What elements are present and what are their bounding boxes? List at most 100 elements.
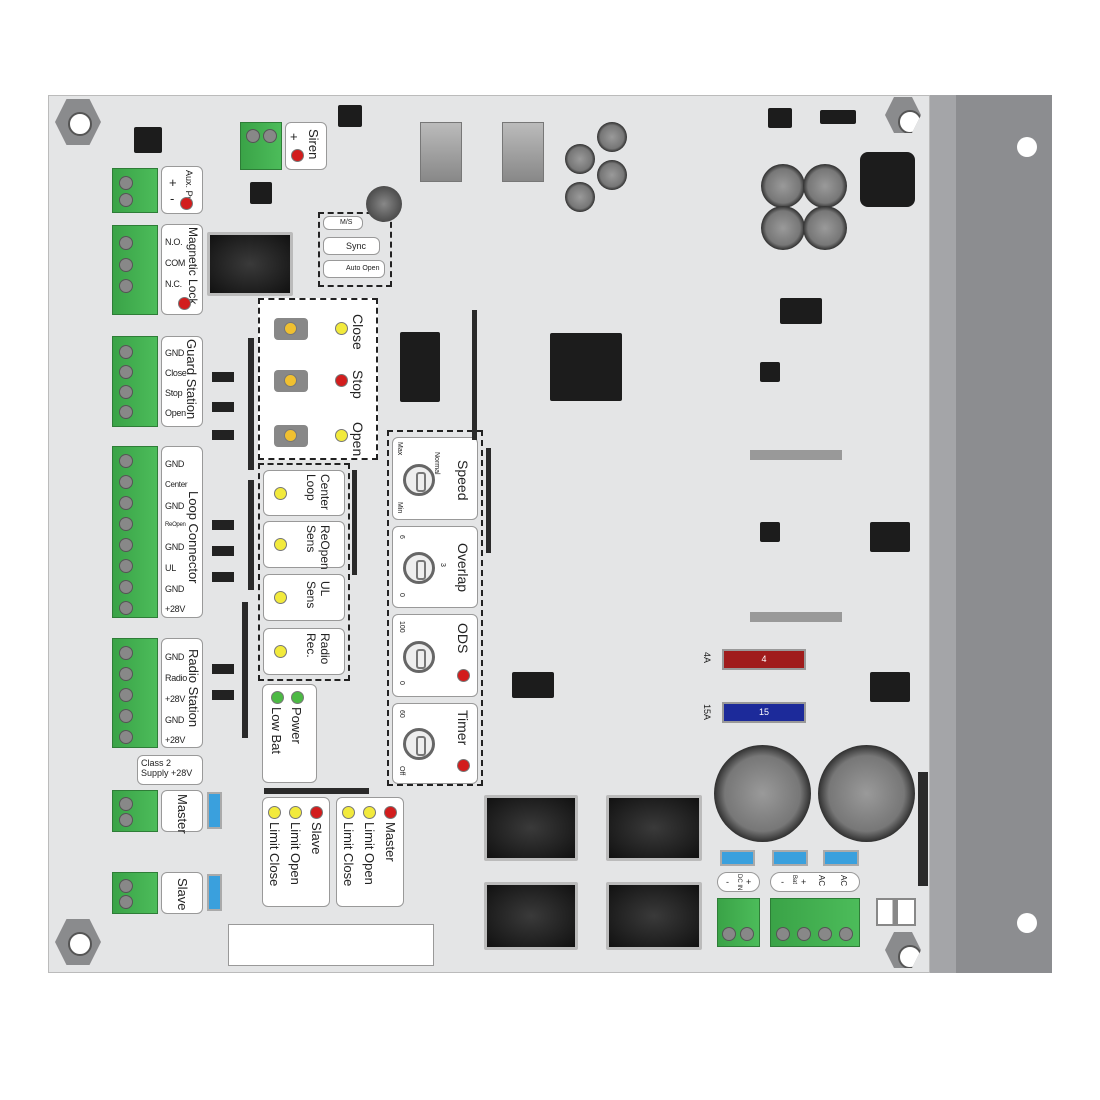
master-jumper[interactable] [207,792,222,829]
header-strip [472,310,477,440]
smd [212,372,234,382]
pot-label: Timer [455,710,471,746]
pin-label: Open [165,408,186,418]
magnetic-lock-terminal[interactable] [112,225,158,315]
header-strip [918,772,928,886]
led-label: UL Sens [304,581,332,609]
guard-station-label: GND Close Stop Open Guard Station [161,336,203,427]
overlap-pot-panel: 6 3 0 Overlap [392,526,478,608]
master-terminal[interactable] [112,790,158,832]
capacitor [597,160,627,190]
aux-led [180,197,193,210]
pot-mark: 0 [398,593,405,597]
overlap-pot[interactable] [403,552,435,584]
pin-label: GND [165,501,185,511]
radio-rec-indicator: Radio Rec. [263,628,345,675]
button-panel: Close Stop Open [258,298,378,460]
dip-switch-ms[interactable]: M/S [323,216,363,230]
jumper[interactable] [823,850,859,866]
pin-label: COM [165,258,186,268]
radio-station-terminal[interactable] [112,638,158,748]
dip-switch-sync[interactable]: Sync [323,237,380,255]
pot-mark: 6 [398,535,405,539]
dc-in-title: DC IN [736,874,742,891]
stop-button[interactable] [274,370,308,392]
speed-pot[interactable] [403,464,435,496]
loop-led-group: Center Loop ReOpen Sens UL Sens Radio Re… [258,463,350,681]
smd [212,520,234,530]
loop-connector-title: Loop Connector [186,491,201,584]
siren-title: Siren [306,129,321,160]
led-label: Limit Close [341,822,356,887]
power-led [291,691,304,704]
slave-jumper[interactable] [207,874,222,911]
pin-label: N.C. [165,279,182,289]
pot-mark: Min [396,502,403,514]
ac-label: AC [817,875,826,887]
siren-terminal[interactable] [240,122,282,170]
jumper[interactable] [720,850,755,866]
stop-label: Stop [350,370,366,399]
bat-ac-terminal[interactable] [770,898,860,947]
pin-label: + [801,877,806,887]
relay [606,882,702,950]
aux-pwr-terminal[interactable] [112,168,158,213]
class2-supply-label: Class 2 Supply +28V [137,755,203,785]
dip-switch-group: M/S Sync Auto Open [318,212,392,287]
smd [212,690,234,700]
center-loop-indicator: Center Loop [263,470,345,516]
open-button[interactable] [274,425,308,447]
jumper[interactable] [772,850,808,866]
fuse-4a[interactable]: 4 [722,649,806,670]
slave-terminal[interactable] [112,872,158,914]
fuse-rating: 4A [702,652,712,664]
led-label: Slave [309,822,324,855]
pin-label: Close [165,368,187,378]
transistor [134,127,162,153]
relay [207,232,293,296]
ods-pot[interactable] [403,641,435,673]
timer-pot[interactable] [403,728,435,760]
led-label: Limit Open [288,822,303,885]
pin-label: + [746,877,751,887]
master-label: Master [161,790,203,834]
radio-station-label: GND Radio +28V GND +28V Radio Station [161,638,203,748]
ic-chip [760,522,780,542]
close-led [335,322,348,335]
aux-pwr-title: Aux. Pwr [184,170,194,207]
connector [502,122,544,182]
transistor [768,108,792,128]
smd [212,430,234,440]
pin-label: N.O. [165,237,183,247]
diode [870,672,910,702]
stop-led [335,374,348,387]
dip-label: M/S [340,219,353,226]
timer-led [457,759,470,772]
potentiometer-group: Max Normal Min Speed 6 3 0 Overlap 100 0… [387,430,483,786]
connector-bar [264,788,369,794]
magnetic-lock-led [178,297,191,310]
loop-connector-terminal[interactable] [112,446,158,618]
siren-plus: + [290,129,298,144]
guard-station-terminal[interactable] [112,336,158,427]
dc-in-terminal[interactable] [717,898,760,947]
mounting-hole [1017,137,1037,157]
diode [338,105,362,127]
pin-label: Stop [165,388,183,398]
close-button[interactable] [274,318,308,340]
header-strip [248,480,254,590]
pot-label: Speed [455,460,471,501]
pin-label: Center [165,480,188,489]
buzzer [366,186,402,222]
dip-switch-auto-open[interactable]: Auto Open [323,260,385,278]
pin-label: GND [165,715,185,725]
ic-chip [780,298,822,324]
blank-label-area [228,924,434,966]
relay [484,882,578,950]
power-label: Power [289,707,304,744]
open-led [335,429,348,442]
reopen-sens-indicator: ReOpen Sens [263,521,345,570]
smd [212,546,234,556]
fuse-15a[interactable]: 15 [722,702,806,723]
resistor-bar [750,612,842,622]
